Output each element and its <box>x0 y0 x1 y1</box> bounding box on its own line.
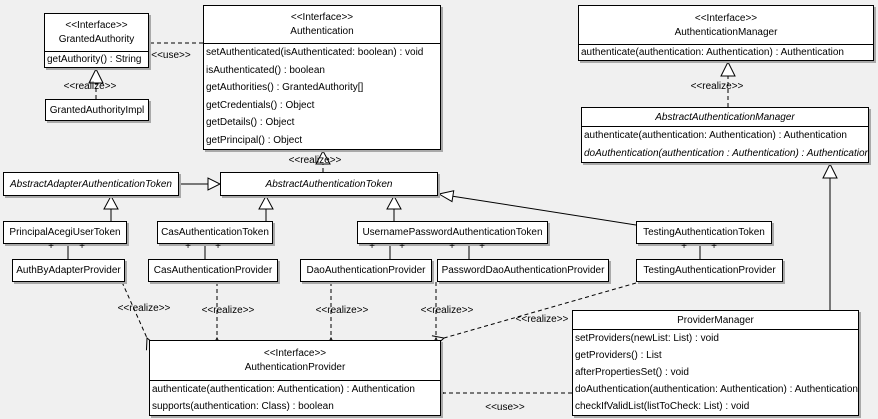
method: checkIfValidList(listToCheck: List) : vo… <box>575 401 750 412</box>
class-box-auth-by-adapter-provider: AuthByAdapterProvider <box>12 259 125 282</box>
class-name: CasAuthenticationProvider <box>153 265 273 276</box>
class-box-granted-authority-impl: GrantedAuthorityImpl <box>45 99 149 121</box>
edge-gen-principal-abstractadapter <box>103 194 119 221</box>
multiplicity-plus: + <box>215 241 221 252</box>
multiplicity-plus: + <box>79 241 85 252</box>
class-name: CasAuthenticationToken <box>161 227 269 238</box>
class-stereotype: <<Interface>> <box>65 20 128 31</box>
multiplicity-plus: + <box>711 241 717 252</box>
edge-realize-grantedauthorityimpl <box>88 67 104 99</box>
class-box-cas-authentication-provider: CasAuthenticationProvider <box>148 259 278 282</box>
class-box-provider-manager: ProviderManager setProviders(newList: Li… <box>572 310 859 416</box>
method: isAuthenticated() : boolean <box>206 64 325 76</box>
class-name: PasswordDaoAuthenticationProvider <box>441 265 605 276</box>
class-name: DaoAuthenticationProvider <box>306 265 426 276</box>
edge-gen-abstractadapter-abstracttoken <box>179 177 222 191</box>
method: doAuthentication(authentication: Authent… <box>575 384 858 395</box>
edge-realize-authbyadapterprovider <box>121 281 147 338</box>
class-stereotype: <<Interface>> <box>290 12 354 23</box>
method: authenticate(authentication: Authenticat… <box>584 130 847 142</box>
class-name: AbstractAuthenticationManager <box>655 111 795 123</box>
class-name: PrincipalAcegiUserToken <box>9 227 121 238</box>
label-use-grantedauthority: <<use>> <box>151 50 191 61</box>
method: getDetails() : Object <box>206 117 295 129</box>
methods-compartment: authenticate(authentication: Authenticat… <box>150 380 440 415</box>
class-stereotype: <<Interface>> <box>694 12 758 24</box>
class-name: Authentication <box>290 26 354 37</box>
class-name: TestingAuthenticationProvider <box>643 265 776 276</box>
class-name: TestingAuthenticationToken <box>643 227 765 238</box>
class-box-testing-authentication-token: TestingAuthenticationToken <box>636 221 772 244</box>
multiplicity-plus: + <box>399 241 405 252</box>
class-box-password-dao-authentication-provider: PasswordDaoAuthenticationProvider <box>437 259 609 282</box>
class-stereotype: <<Interface>> <box>263 348 327 359</box>
label-realize-daoprovider: <<realize>> <box>315 305 369 316</box>
class-box-principal-acegi-user-token: PrincipalAcegiUserToken <box>3 221 127 244</box>
class-box-authentication-manager: <<Interface>> AuthenticationManager auth… <box>578 5 874 61</box>
label-realize-abstractmanager: <<realize>> <box>690 81 744 92</box>
multiplicity-plus: + <box>681 241 687 252</box>
multiplicity-plus: + <box>369 241 375 252</box>
class-box-testing-authentication-provider: TestingAuthenticationProvider <box>636 259 783 282</box>
method: setProviders(newList: List) : void <box>575 333 719 344</box>
class-name: ProviderManager <box>677 314 754 326</box>
class-name: GrantedAuthority <box>58 34 135 45</box>
method: getAuthorities() : GrantedAuthority[] <box>206 82 364 94</box>
class-box-cas-authentication-token: CasAuthenticationToken <box>157 221 273 244</box>
class-name: AbstractAuthenticationToken <box>265 178 393 190</box>
label-realize-passworddaoprovider: <<realize>> <box>420 305 474 316</box>
label-realize-testingprovider: <<realize>> <box>515 314 569 325</box>
method: authenticate(authentication: Authenticat… <box>152 384 415 395</box>
class-box-username-password-authentication-token: UsernamePasswordAuthenticationToken <box>357 221 548 244</box>
edge-gen-usernametoken-abstracttoken <box>386 194 402 221</box>
label-realize-casprovider: <<realize>> <box>201 305 255 316</box>
multiplicity-plus: + <box>48 241 54 252</box>
label-use-providermanager: <<use>> <box>485 402 525 413</box>
label-realize-authbyadapter: <<realize>> <box>117 303 171 314</box>
label-realize-grantedauthorityimpl: <<realize>> <box>63 81 117 92</box>
method: supports(authentication: Class) : boolea… <box>152 401 334 412</box>
class-box-granted-authority: <<Interface>> GrantedAuthority getAuthor… <box>44 13 149 68</box>
edge-realize-testingprovider <box>444 282 637 338</box>
class-name: AuthenticationProvider <box>244 362 346 373</box>
class-box-abstract-authentication-token: AbstractAuthenticationToken <box>220 172 438 196</box>
class-box-authentication-provider: <<Interface>> AuthenticationProvider aut… <box>149 340 441 416</box>
multiplicity-plus: + <box>479 241 485 252</box>
method: authenticate(authentication: Authenticat… <box>581 47 844 58</box>
label-realize-abstracttoken: <<realize>> <box>288 155 342 166</box>
multiplicity-plus: + <box>185 241 191 252</box>
method: getPrincipal() : Object <box>206 134 303 146</box>
edge-gen-castoken-abstracttoken <box>258 194 274 221</box>
class-box-dao-authentication-provider: DaoAuthenticationProvider <box>300 259 432 282</box>
method: doAuthentication(authentication : Authen… <box>584 147 868 159</box>
class-name: AuthByAdapterProvider <box>16 265 121 276</box>
methods-compartment: setProviders(newList: List) : void getPr… <box>573 329 858 415</box>
method: getAuthority() : String <box>47 54 142 65</box>
method: getCredentials() : Object <box>206 99 315 111</box>
class-name: AbstractAdapterAuthenticationToken <box>10 178 172 190</box>
methods-compartment: authenticate(authentication: Authenticat… <box>579 44 873 60</box>
class-box-abstract-adapter-authentication-token: AbstractAdapterAuthenticationToken <box>3 172 179 196</box>
class-box-abstract-authentication-manager: AbstractAuthenticationManager authentica… <box>581 107 869 163</box>
edge-realize-abstractauthenticationmanager <box>720 60 736 107</box>
methods-compartment: setAuthenticated(isAuthenticated: boolea… <box>204 43 440 149</box>
methods-compartment: getAuthority() : String <box>45 51 148 67</box>
method: setAuthenticated(isAuthenticated: boolea… <box>206 47 424 59</box>
edge-gen-providermanager-abstractmanager <box>822 162 838 310</box>
methods-compartment: authenticate(authentication: Authenticat… <box>582 126 868 162</box>
multiplicity-plus: + <box>449 241 455 252</box>
class-name: GrantedAuthorityImpl <box>49 104 145 116</box>
class-name: AuthenticationManager <box>674 26 778 38</box>
class-box-authentication: <<Interface>> Authentication setAuthenti… <box>203 5 441 150</box>
method: getProviders() : List <box>575 350 662 361</box>
edge-realize-abstractauthenticationtoken <box>315 149 331 172</box>
method: afterPropertiesSet() : void <box>575 367 689 378</box>
class-name: UsernamePasswordAuthenticationToken <box>362 227 543 238</box>
edge-gen-testingtoken-abstracttoken <box>437 190 637 226</box>
